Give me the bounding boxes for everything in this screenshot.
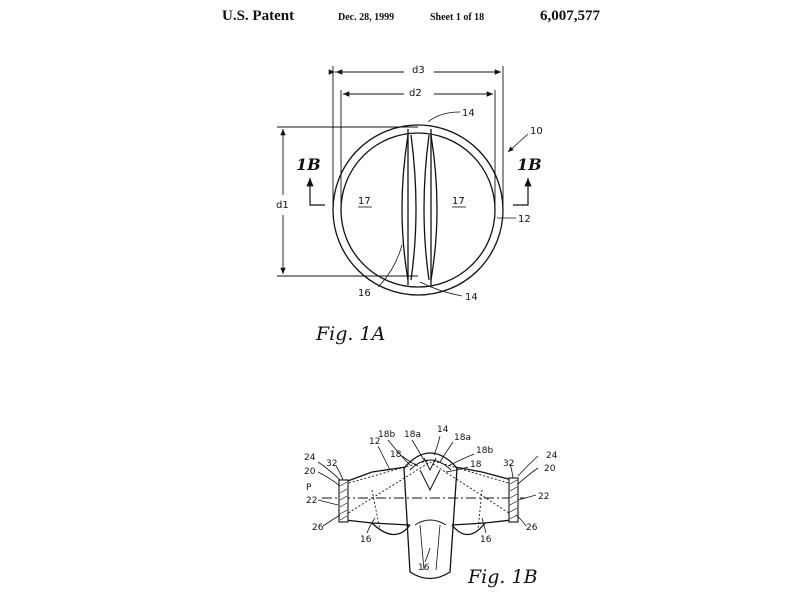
label-16: 16 (358, 288, 371, 299)
label-1b-18b-left: 18b (378, 430, 395, 440)
label-1b-22-right: 22 (538, 492, 549, 502)
label-12: 12 (518, 214, 531, 225)
label-d1: d1 (276, 200, 289, 211)
outer-ring (332, 124, 504, 296)
label-d2: d2 (409, 88, 422, 99)
label-14-bottom: 14 (465, 292, 478, 303)
label-1b-24-right: 24 (546, 451, 558, 461)
section-marker-right: 1B (517, 155, 542, 174)
label-1b-16-left: 16 (360, 535, 372, 545)
label-1b-14: 14 (437, 425, 449, 435)
header-patent-number: 6,007,577 (540, 8, 600, 24)
label-1b-16-right: 16 (480, 535, 492, 545)
label-1b-16-middle: 16 (418, 563, 430, 573)
figure-1a (277, 66, 532, 297)
label-1b-p: P (306, 483, 312, 493)
label-1b-24-left: 24 (304, 453, 316, 463)
label-1b-18a-left: 18a (404, 430, 421, 440)
fig-1a-caption: Fig. 1A (315, 323, 385, 345)
label-1b-20-right: 20 (544, 464, 556, 474)
label-1b-18b-right: 18b (476, 446, 493, 456)
figure-1b (317, 435, 539, 580)
label-17-left: 17 (358, 196, 371, 207)
label-1b-18-left: 18 (390, 450, 402, 460)
header-patent-label: U.S. Patent (222, 8, 295, 24)
label-10: 10 (530, 126, 543, 137)
label-14-top: 14 (462, 108, 475, 119)
header-sheet: Sheet 1 of 18 (430, 12, 485, 23)
label-1b-20-left: 20 (304, 467, 316, 477)
label-1b-12: 12 (369, 437, 380, 447)
section-marker-left: 1B (296, 155, 321, 174)
label-1b-18a-right: 18a (454, 433, 471, 443)
label-1b-32-right: 32 (503, 459, 514, 469)
label-17-right: 17 (452, 196, 465, 207)
inner-ring (340, 132, 496, 288)
label-1b-26-left: 26 (312, 523, 324, 533)
label-1b-18-right: 18 (470, 460, 482, 470)
fig-1b-caption: Fig. 1B (467, 566, 538, 588)
label-d3: d3 (412, 65, 425, 76)
label-1b-26-right: 26 (526, 523, 538, 533)
label-1b-22-left: 22 (306, 496, 317, 506)
label-1b-32-left: 32 (326, 459, 337, 469)
header-date: Dec. 28, 1999 (338, 12, 395, 23)
